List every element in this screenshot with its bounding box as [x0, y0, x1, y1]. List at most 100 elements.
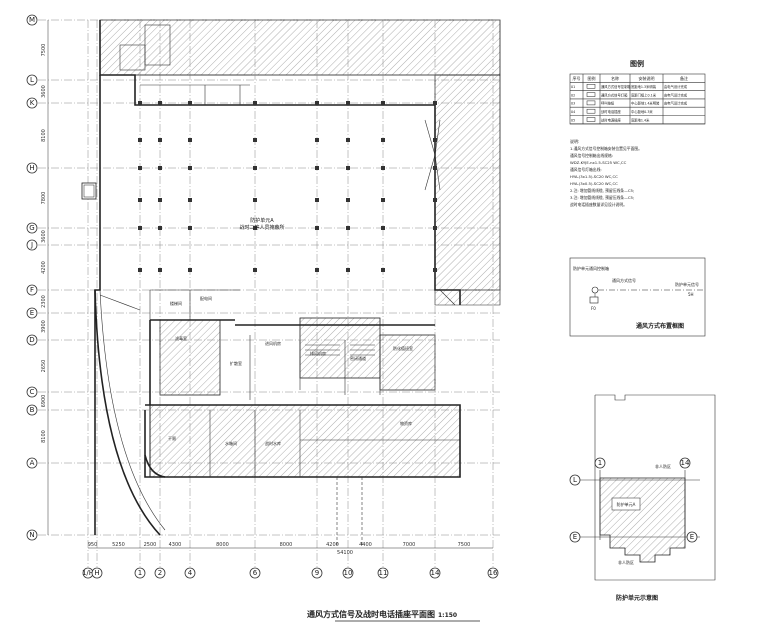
- drawing-scale: 1:150: [438, 612, 457, 619]
- column-axis-bubble: [342, 567, 354, 579]
- row-dimension: 7500: [41, 44, 47, 57]
- curved-ramp: [94, 289, 161, 536]
- column-axis-label: 16: [489, 569, 498, 577]
- row-axis-bubble: [26, 14, 38, 26]
- column-dimension: 4400: [359, 542, 372, 548]
- legend-cell: 02: [571, 93, 575, 97]
- row-axis-bubble: [26, 404, 38, 416]
- row-axis-label: G: [29, 224, 34, 232]
- svg-text:L: L: [573, 476, 577, 484]
- row-axis-bubble: [26, 386, 38, 398]
- row-axis-bubble: [26, 307, 38, 319]
- row-axis-label: H: [29, 164, 34, 172]
- row-axis-label: F: [30, 286, 34, 294]
- row-axis-bubble: [26, 222, 38, 234]
- layout-end-label: 5H: [688, 292, 694, 297]
- note-line: 通风信号控制箱出线规格:: [570, 153, 613, 158]
- row-axis-bubble: [26, 334, 38, 346]
- row-dimension: 8100: [41, 430, 47, 443]
- column-axis-bubble: [429, 567, 441, 579]
- legend-cell: 05: [571, 118, 575, 122]
- note-line: 通风信号灯箱出线:: [570, 167, 602, 172]
- row-dimension: 3900: [41, 320, 47, 333]
- room-label: 水箱间: [225, 440, 237, 446]
- unit-top-label: 非人防区: [655, 463, 671, 469]
- stair-details: [305, 344, 375, 356]
- row-dimensions: 7500360081007800360042002300390026506900…: [41, 20, 49, 535]
- legend-cell: 底距地1.3米明装: [631, 84, 657, 89]
- layout-diagram-title: 通风方式布置框图: [636, 322, 684, 330]
- row-axis-label: J: [30, 241, 33, 249]
- room-label: 楼梯间: [170, 300, 182, 306]
- row-axis-bubble: [26, 74, 38, 86]
- total-dimension: 54100: [337, 550, 353, 556]
- legend-cell: 通风方式信号灯箱: [601, 92, 628, 97]
- legend-cell: 04: [571, 110, 575, 114]
- room-label: 物资库: [400, 420, 412, 426]
- legend-header: 名称: [611, 75, 619, 81]
- room-label: 滤毒室: [175, 335, 187, 341]
- column-axis-label: H: [94, 569, 99, 577]
- unit-bottom-label: 非人防区: [618, 559, 634, 565]
- left-signal-box: [81, 182, 97, 200]
- legend-cell: 呼叫按钮: [601, 101, 615, 106]
- column-axis-bubble: [377, 567, 389, 579]
- legend-title: 图例: [630, 59, 644, 68]
- column-dimension: 7000: [403, 542, 416, 548]
- row-axis-label: N: [29, 531, 34, 539]
- column-axis-bubble: [154, 567, 166, 579]
- column-axis-label: 1/H: [82, 569, 94, 577]
- legend-cell: 由电气设计完成: [664, 101, 688, 106]
- curved-ramp-inner: [99, 289, 166, 531]
- column-dimension: 8000: [216, 542, 229, 548]
- legend-cell: 战时电话插座: [601, 109, 621, 114]
- legend-header: 图例: [588, 75, 596, 81]
- column-dimension: 8000: [280, 542, 293, 548]
- column-axis-bubble: [487, 567, 499, 579]
- row-axis-bubble: [26, 162, 38, 174]
- legend-cell: 中心距地1.4米明装: [631, 101, 660, 106]
- row-axis-label: A: [30, 459, 35, 467]
- room-label: 密闭通道: [350, 355, 366, 361]
- column-axis-bubble: [249, 567, 261, 579]
- legend-cell: 01: [571, 85, 575, 89]
- note-line: 战时电话插座数量详见设计说明。: [570, 202, 627, 207]
- legend-cell: 底距地1.4米: [631, 117, 650, 122]
- column-axis-label: 9: [315, 569, 319, 577]
- column-dimension: 950: [88, 542, 98, 548]
- main-room-name: 防护单元A: [250, 217, 274, 224]
- column-axis-bubble: [134, 567, 146, 579]
- column-dimension: 2500: [144, 542, 157, 548]
- row-axis-label: C: [30, 388, 35, 396]
- horizontal-grid-lines: [38, 19, 500, 536]
- row-axis-bubble: [26, 529, 38, 541]
- note-line: 2.注: 增加管线线缆, 预留压线条—C5;: [570, 188, 634, 193]
- row-axis-label: L: [30, 76, 34, 84]
- row-dimension: 2300: [41, 295, 47, 308]
- row-dimension: 4200: [41, 261, 47, 274]
- row-axis-label: M: [29, 16, 35, 24]
- svg-text:E: E: [573, 533, 577, 541]
- column-axis-label: 14: [431, 569, 440, 577]
- structural-columns: [138, 101, 437, 272]
- layout-mid-label: 通风方式信号: [612, 277, 636, 283]
- unit-diagram: 防护单元A 非人防区 非人防区 1 14 L E E 防护单元示意图: [569, 394, 716, 602]
- note-line: 3.注: 增加管线线缆, 预留压线条—C5;: [570, 195, 634, 200]
- row-dimension: 3600: [41, 230, 47, 243]
- row-axis-label: K: [30, 99, 35, 107]
- unit-center-label: 防护单元A: [617, 501, 636, 507]
- layout-bottom-label: F0: [591, 306, 596, 311]
- layout-left-label: 防护单元通风控制箱: [573, 265, 609, 271]
- legend-cell: 底距门框上0.1米: [631, 92, 657, 97]
- note-line: HYA-(3x1.5)-SC20 WC,CC: [570, 174, 618, 179]
- vertical-grid-lines: [87, 20, 494, 567]
- room-label: 排风机房: [310, 350, 326, 356]
- legend-cell: 中心距地0.3米: [631, 109, 653, 114]
- row-dimension: 3600: [41, 85, 47, 98]
- column-axis-label: 2: [158, 569, 162, 577]
- room-label: 干厕: [168, 435, 176, 441]
